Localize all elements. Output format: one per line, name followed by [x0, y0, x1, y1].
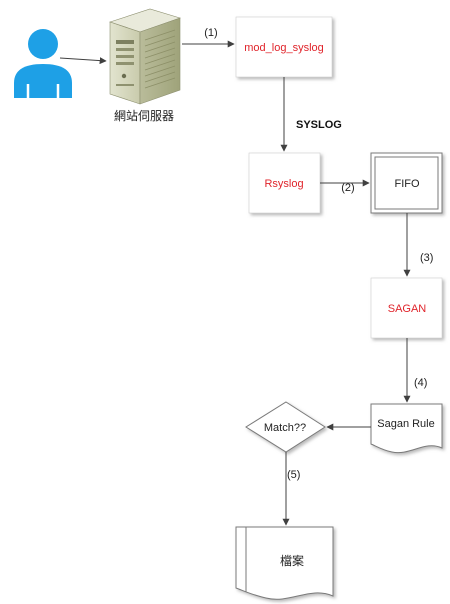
sagan-rule-label: Sagan Rule [377, 418, 435, 430]
user-icon [14, 29, 72, 98]
file-node: 檔案 [235, 526, 334, 600]
match-label: Match?? [264, 422, 306, 434]
sagan-label: SAGAN [388, 303, 427, 315]
connectors [59, 40, 411, 526]
file-label: 檔案 [280, 553, 304, 568]
edge-label-syslog: SYSLOG [296, 119, 342, 131]
sagan-node: SAGAN [370, 277, 443, 339]
edge-user-to-server [59, 57, 107, 65]
rsyslog-label: Rsyslog [264, 178, 303, 190]
edge-label-2: (2) [341, 182, 354, 194]
fifo-node: FIFO [370, 152, 443, 214]
fifo-label: FIFO [394, 178, 419, 190]
edge-label-3: (3) [420, 252, 433, 264]
sagan-rule-node: Sagan Rule [370, 403, 443, 454]
match-decision-node: Match?? [245, 401, 326, 453]
mod-log-syslog-label: mod_log_syslog [244, 42, 324, 54]
mod-log-syslog-node: mod_log_syslog [235, 16, 333, 78]
server-icon [109, 8, 181, 105]
edge-label-5: (5) [287, 469, 300, 481]
web-server-label: 網站伺服器 [114, 109, 174, 123]
edge-label-1: (1) [204, 27, 217, 39]
rsyslog-node: Rsyslog [248, 152, 321, 214]
edge-label-4: (4) [414, 377, 427, 389]
